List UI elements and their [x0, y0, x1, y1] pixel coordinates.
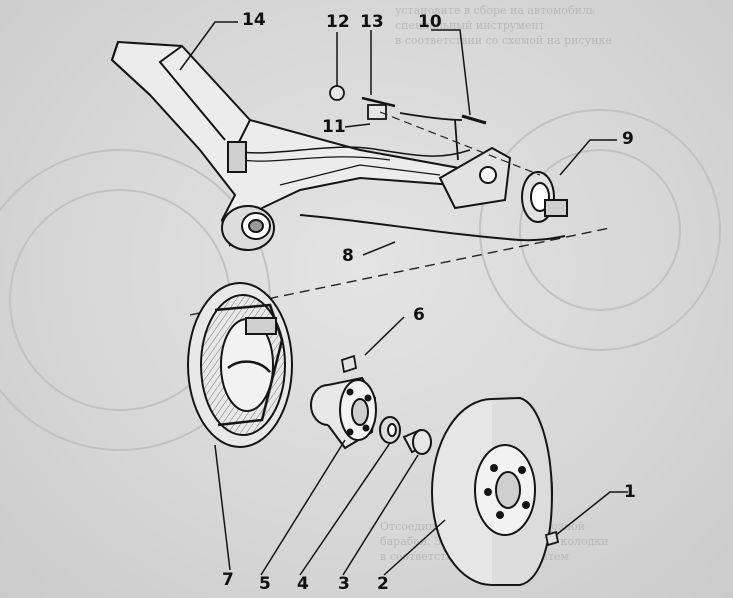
callout-4: 4: [297, 574, 309, 594]
leader-lines: [179, 21, 628, 576]
callout-9: 9: [622, 129, 634, 149]
wheel-hub-bearing: [310, 376, 377, 450]
callout-5: 5: [259, 574, 271, 594]
callout-11: 11: [322, 117, 346, 137]
handbrake-cable: [299, 214, 566, 242]
brake-drum: [431, 396, 553, 586]
brake-backplate-assembly: [187, 282, 293, 448]
abs-sensor-parts: [329, 85, 487, 161]
callout-12: 12: [326, 12, 350, 32]
stub-axle-flange: [438, 146, 568, 223]
callout-2: 2: [377, 574, 389, 594]
rear-axle-beam: [110, 40, 472, 251]
callout-7: 7: [222, 570, 234, 590]
drum-screw: [544, 530, 560, 547]
callout-8: 8: [342, 246, 354, 266]
callout-1: 1: [624, 482, 636, 502]
callout-3: 3: [338, 574, 350, 594]
dust-cap: [402, 428, 432, 455]
mounting-bolt: [340, 354, 358, 374]
hub-nut: [379, 416, 401, 444]
callout-6: 6: [413, 305, 425, 325]
bleed-text: установите в сборе на автомобиль специал…: [395, 4, 612, 47]
callout-13: 13: [360, 12, 384, 32]
callout-14: 14: [242, 10, 266, 30]
callout-10: 10: [418, 12, 442, 32]
